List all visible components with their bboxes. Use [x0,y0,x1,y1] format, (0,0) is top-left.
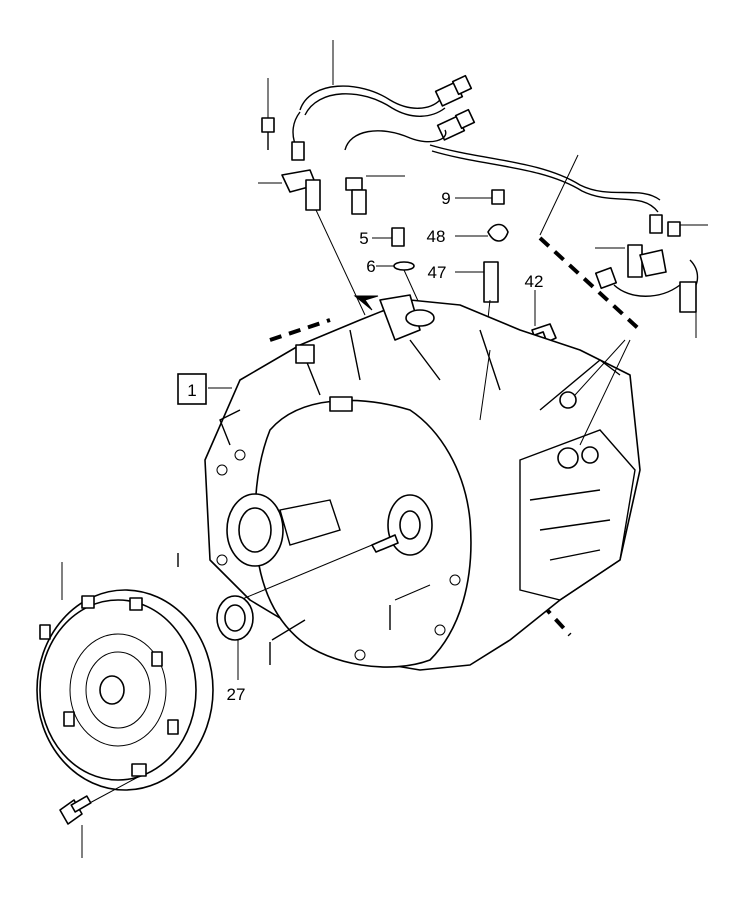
bolt-bottom [59,795,92,858]
break-marks [177,553,391,665]
callout-5-partial: 5 [359,229,368,248]
callout-42: 42 [525,272,544,291]
wiring-harness [292,40,661,213]
callout-47: 47 [428,263,447,282]
callout-27: 27 [227,685,246,704]
callout-1-box [177,373,207,405]
callout-9-partial: 9 [441,189,450,208]
callout-6-partial: 6 [366,257,375,276]
callout-1: 1 [187,381,196,400]
torque-converter [36,562,214,806]
speed-sensor-left [258,78,405,316]
arrow-indicator [353,295,379,311]
callout-labels: 1 27 42 47 48 5 6 9 [177,189,544,704]
speed-sensor-right [539,154,708,338]
callout-48: 48 [427,227,446,246]
transmission-housing [204,294,641,671]
seal-27 [216,595,254,680]
